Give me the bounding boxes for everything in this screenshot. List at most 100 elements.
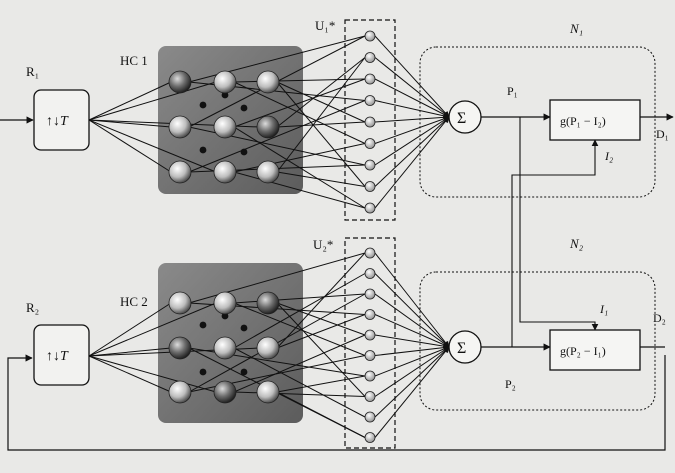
selector-to-sum-1 [374,78,450,118]
inhibitory-synapse-1 [240,104,248,112]
inhibitory-synapse-1 [199,101,207,109]
input-label-r1: R₁ [26,64,39,79]
output-label-d1: D₁ [656,127,669,141]
hidden-to-selector-2 [233,273,366,349]
inhibition-label-i2: I₂ [604,149,613,163]
dynamic-network-elements [88,30,450,443]
function-block-1 [549,99,641,141]
input-connection-1 [88,119,172,128]
selector-to-sum-2 [374,334,450,350]
hidden-to-selector-1 [276,171,366,187]
hidden-to-selector-1 [276,57,366,128]
hidden-neuron-1 [168,70,192,94]
input-connection-1 [88,119,172,173]
selector-node-1 [364,159,376,171]
coupling-p2-to-i2 [511,139,599,347]
coupling-p1-to-i1 [519,117,599,331]
selector-to-sum-2 [374,346,450,397]
selector-node-2 [364,268,376,279]
hidden-to-selector-1 [276,81,366,123]
input-connection-2 [88,347,172,357]
inhibitory-synapse-1 [240,148,248,156]
sum-output-label-1: P₁ [507,84,518,98]
hidden-to-selector-2 [276,302,366,397]
selector-label-1: U₁* [315,18,335,33]
selector-to-sum-1 [374,116,450,187]
inhibitory-synapse-1 [199,146,207,154]
selector-to-sum-2 [374,346,450,377]
hidden-to-selector-2 [233,391,366,397]
inhibition-label-i1: I₁ [599,302,608,316]
sum-symbol-2: Σ [457,340,466,357]
selector-to-sum-1 [374,114,450,123]
hidden-to-selector-2 [233,302,366,356]
inhibitory-synapse-2 [240,368,248,376]
inhibitory-synapse-2 [199,368,207,376]
hidden-layer-label-1: НС 1 [120,53,148,68]
sum-symbol-1: Σ [457,110,466,127]
input-connection-1 [88,81,172,121]
hidden-to-selector-1 [233,78,366,83]
sum-output-label-2: P₂ [505,377,516,391]
hidden-neuron-2 [168,291,192,315]
hidden-neuron-1 [256,70,280,94]
hidden-neuron-1 [213,160,237,184]
output-label-d2: D₂ [653,311,666,325]
selector-node-2 [364,309,376,320]
inhibitory-synapse-2 [240,324,248,332]
selector-to-sum-2 [374,344,450,356]
selector-to-sum-2 [374,293,450,348]
hidden-neuron-1 [213,70,237,94]
input-connection-2 [88,355,172,393]
hidden-to-selector-1 [233,171,366,209]
hidden-neuron-1 [213,115,237,139]
selector-to-sum-2 [374,346,450,418]
selector-node-2 [364,391,376,402]
hidden-to-selector-1 [233,78,366,128]
hidden-neuron-1 [168,160,192,184]
hidden-to-selector-2 [276,252,366,349]
hidden-neuron-2 [256,291,280,315]
selector-node-1 [364,181,376,192]
inhibitory-synapse-1 [221,91,229,99]
selector-node-1 [364,116,376,128]
hidden-to-selector-2 [276,391,366,438]
selector-label-2: U₂* [313,237,333,252]
top-channel: R₁ ↑↓T НС 1 U₁* N₁ Σ P₁ g(P₁ − I₂) I₂ D₁ [26,18,674,221]
module-box-2 [419,271,656,411]
hidden-layer-label-2: НС 2 [120,294,148,309]
module-box-1 [419,46,656,198]
input-block-top-label: ↑↓T [46,114,69,129]
selector-to-sum-1 [374,57,450,118]
input-connection-2 [88,302,217,357]
selector-node-1 [364,202,376,214]
selector-to-sum-1 [374,116,450,209]
selector-node-2 [364,350,376,361]
selector-to-sum-2 [374,314,450,348]
hidden-to-selector-2 [276,314,366,349]
hidden-neuron-2 [213,336,237,360]
hidden-to-selector-2 [233,334,366,393]
selector-node-2 [364,329,376,341]
hidden-neuron-2 [168,336,192,360]
selector-node-1 [364,138,376,149]
selector-node-2 [364,432,376,443]
feedback-line [7,354,666,451]
hidden-to-selector-1 [233,143,366,173]
hidden-neuron-2 [168,380,192,404]
selector-node-1 [364,95,376,106]
hidden-neuron-1 [256,160,280,184]
selector-to-sum-1 [374,115,450,144]
selector-node-2 [364,370,376,382]
selector-node-1 [364,52,376,63]
function-block-2 [549,329,641,371]
hidden-neuron-2 [256,336,280,360]
hidden-to-selector-1 [276,81,366,187]
inhibitory-synapse-2 [221,312,229,320]
hidden-neuron-1 [256,115,280,139]
input-block-bottom [33,324,90,386]
cross-coupling [511,117,599,347]
hidden-to-selector-2 [276,375,366,393]
selector-node-1 [364,73,376,85]
